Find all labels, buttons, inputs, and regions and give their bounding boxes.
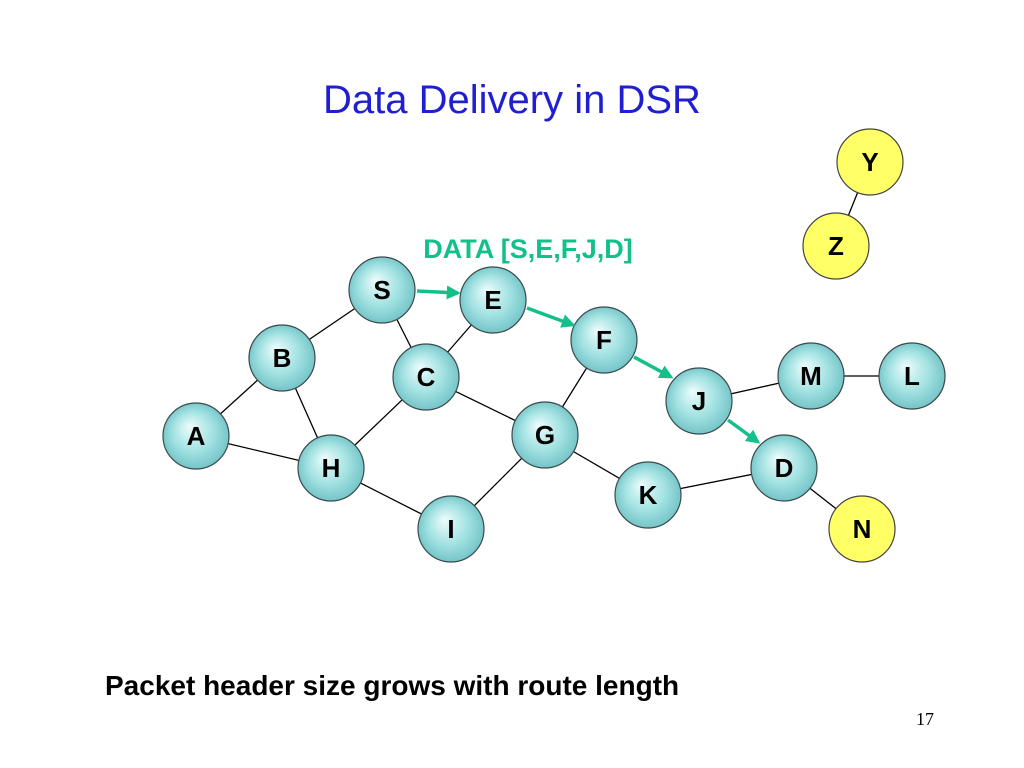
- route-arrow-f-j: [633, 355, 674, 379]
- route-arrow-s-e: [416, 285, 461, 300]
- node-label-i: I: [447, 514, 454, 544]
- node-label-f: F: [596, 325, 612, 355]
- route-label: DATA [S,E,F,J,D]: [423, 234, 633, 264]
- route-arrows: [416, 285, 761, 444]
- node-y: [836, 128, 904, 196]
- node-h: [297, 434, 365, 502]
- node-b: [248, 324, 316, 392]
- node-j: [665, 367, 733, 435]
- node-g: [511, 401, 579, 469]
- slide-title: Data Delivery in DSR: [323, 78, 701, 122]
- node-l: [878, 342, 946, 410]
- node-label-k: K: [639, 480, 658, 510]
- node-d: [750, 434, 818, 502]
- node-k: [614, 461, 682, 529]
- node-f: [570, 306, 638, 374]
- route-arrow-e-f: [526, 306, 576, 328]
- node-i: [417, 495, 485, 563]
- node-a: [162, 402, 230, 470]
- node-s: [348, 256, 416, 324]
- route-arrow-j-d: [726, 418, 761, 444]
- node-label-g: G: [535, 420, 555, 450]
- node-label-y: Y: [861, 147, 878, 177]
- node-label-c: C: [417, 362, 436, 392]
- node-label-j: J: [692, 386, 706, 416]
- node-label-h: H: [322, 453, 341, 483]
- node-z: [802, 212, 870, 280]
- node-n: [828, 495, 896, 563]
- node-label-m: M: [800, 361, 822, 391]
- page-number: 17: [916, 709, 934, 729]
- node-label-n: N: [853, 514, 872, 544]
- node-label-s: S: [373, 275, 390, 305]
- node-e: [459, 266, 527, 334]
- node-label-l: L: [904, 361, 920, 391]
- node-label-a: A: [187, 421, 206, 451]
- slide-caption: Packet header size grows with route leng…: [105, 670, 679, 701]
- node-label-d: D: [775, 453, 794, 483]
- node-c: [392, 343, 460, 411]
- node-label-z: Z: [828, 231, 844, 261]
- nodes: [162, 128, 946, 563]
- node-m: [777, 342, 845, 410]
- node-label-e: E: [484, 285, 501, 315]
- node-label-b: B: [273, 343, 292, 373]
- node-labels: S E F B C M L J A G H D K I N Y Z: [187, 147, 920, 544]
